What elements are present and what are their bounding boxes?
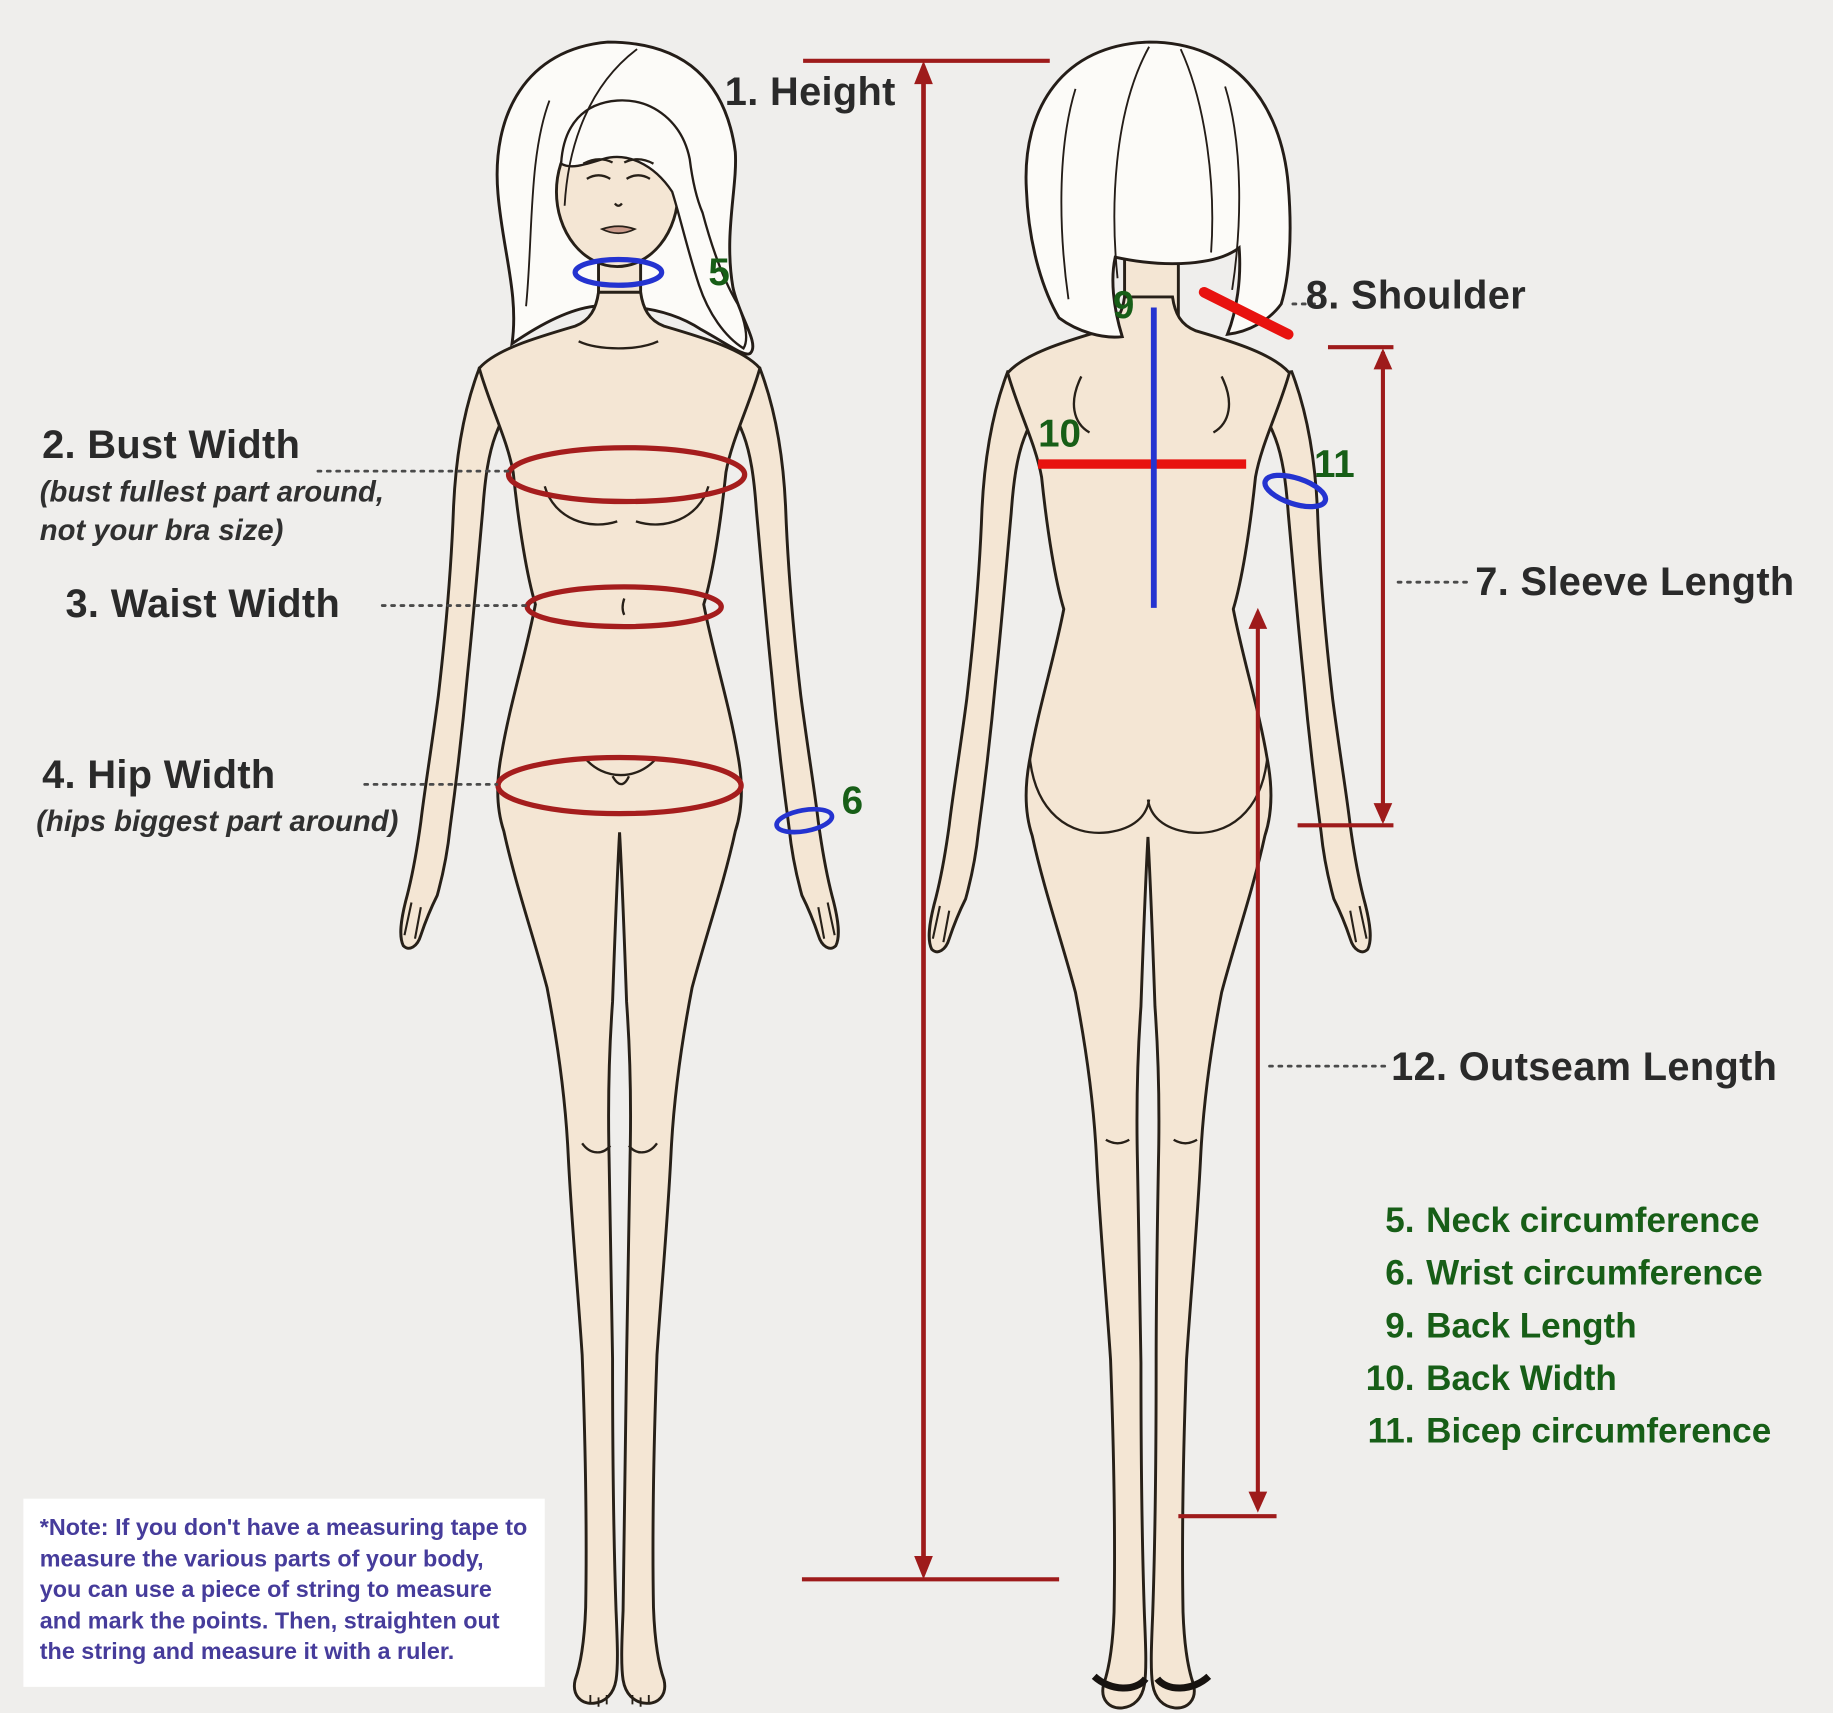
wrist-ellipse	[774, 806, 835, 835]
legend-num: 6.	[1385, 1254, 1415, 1293]
height-label: 1. Height	[724, 70, 896, 115]
legend-num: 11.	[1367, 1412, 1415, 1451]
sleeve-measure-line	[1297, 345, 1394, 828]
legend-item-back-width: 10. Back Width	[1333, 1353, 1772, 1406]
dotted-connectors	[316, 302, 1471, 1068]
legend-label: Back Length	[1426, 1306, 1637, 1346]
hip-ellipse	[495, 754, 744, 817]
outseam-measure-line	[1178, 607, 1277, 1519]
legend-num: 10.	[1365, 1359, 1415, 1399]
front-figure	[399, 40, 840, 1707]
neck-ellipse	[572, 256, 665, 288]
height-measure-line	[801, 58, 1060, 1582]
sleeve-length-label: 7. Sleeve Length	[1475, 559, 1795, 605]
front-face-details	[582, 158, 655, 235]
legend-label: Bicep circumference	[1426, 1412, 1772, 1451]
legend-label: Back Width	[1426, 1359, 1617, 1399]
back-length-marker-number: 9	[1112, 282, 1135, 327]
wrist-marker-number: 6	[841, 778, 864, 822]
hip-width-label: 4. Hip Width	[42, 752, 276, 798]
legend-label: Neck circumference	[1426, 1201, 1760, 1241]
legend: 5. Neck circumference 6. Wrist circumfer…	[1333, 1195, 1772, 1458]
legend-label: Wrist circumference	[1426, 1254, 1763, 1293]
back-body	[1006, 295, 1292, 1710]
shoulder-label: 8. Shoulder	[1305, 273, 1527, 318]
legend-item-wrist: 6. Wrist circumference	[1333, 1247, 1772, 1300]
bicep-marker-number: 11	[1313, 441, 1355, 486]
bust-width-subtext-1: (bust fullest part around,	[39, 475, 384, 509]
bicep-ellipse	[1262, 472, 1329, 510]
legend-item-neck: 5. Neck circumference	[1333, 1195, 1772, 1248]
back-hair	[1024, 40, 1292, 339]
waist-ellipse	[524, 584, 724, 630]
front-hair-strands	[525, 48, 638, 307]
front-fringe	[559, 99, 748, 350]
hip-width-subtext: (hips biggest part around)	[36, 805, 399, 839]
legend-item-bicep: 11. Bicep circumference	[1333, 1405, 1772, 1458]
note-box: *Note: If you don't have a measuring tap…	[23, 1498, 545, 1687]
bust-width-subtext-2: not your bra size)	[39, 514, 284, 548]
shoulder-line	[1198, 286, 1294, 340]
outseam-length-label: 12. Outseam Length	[1391, 1045, 1778, 1090]
bust-ellipse	[505, 445, 748, 505]
legend-num: 9.	[1385, 1306, 1415, 1346]
legend-item-back-length: 9. Back Length	[1333, 1300, 1772, 1353]
legend-num: 5.	[1385, 1201, 1415, 1241]
waist-width-label: 3. Waist Width	[65, 582, 341, 627]
neck-marker-number: 5	[708, 250, 730, 294]
bust-width-label: 2. Bust Width	[42, 423, 301, 468]
back-width-marker-number: 10	[1038, 411, 1081, 455]
front-body	[477, 290, 762, 1705]
back-hair-strands	[1060, 46, 1241, 300]
back-figure	[927, 40, 1372, 1710]
